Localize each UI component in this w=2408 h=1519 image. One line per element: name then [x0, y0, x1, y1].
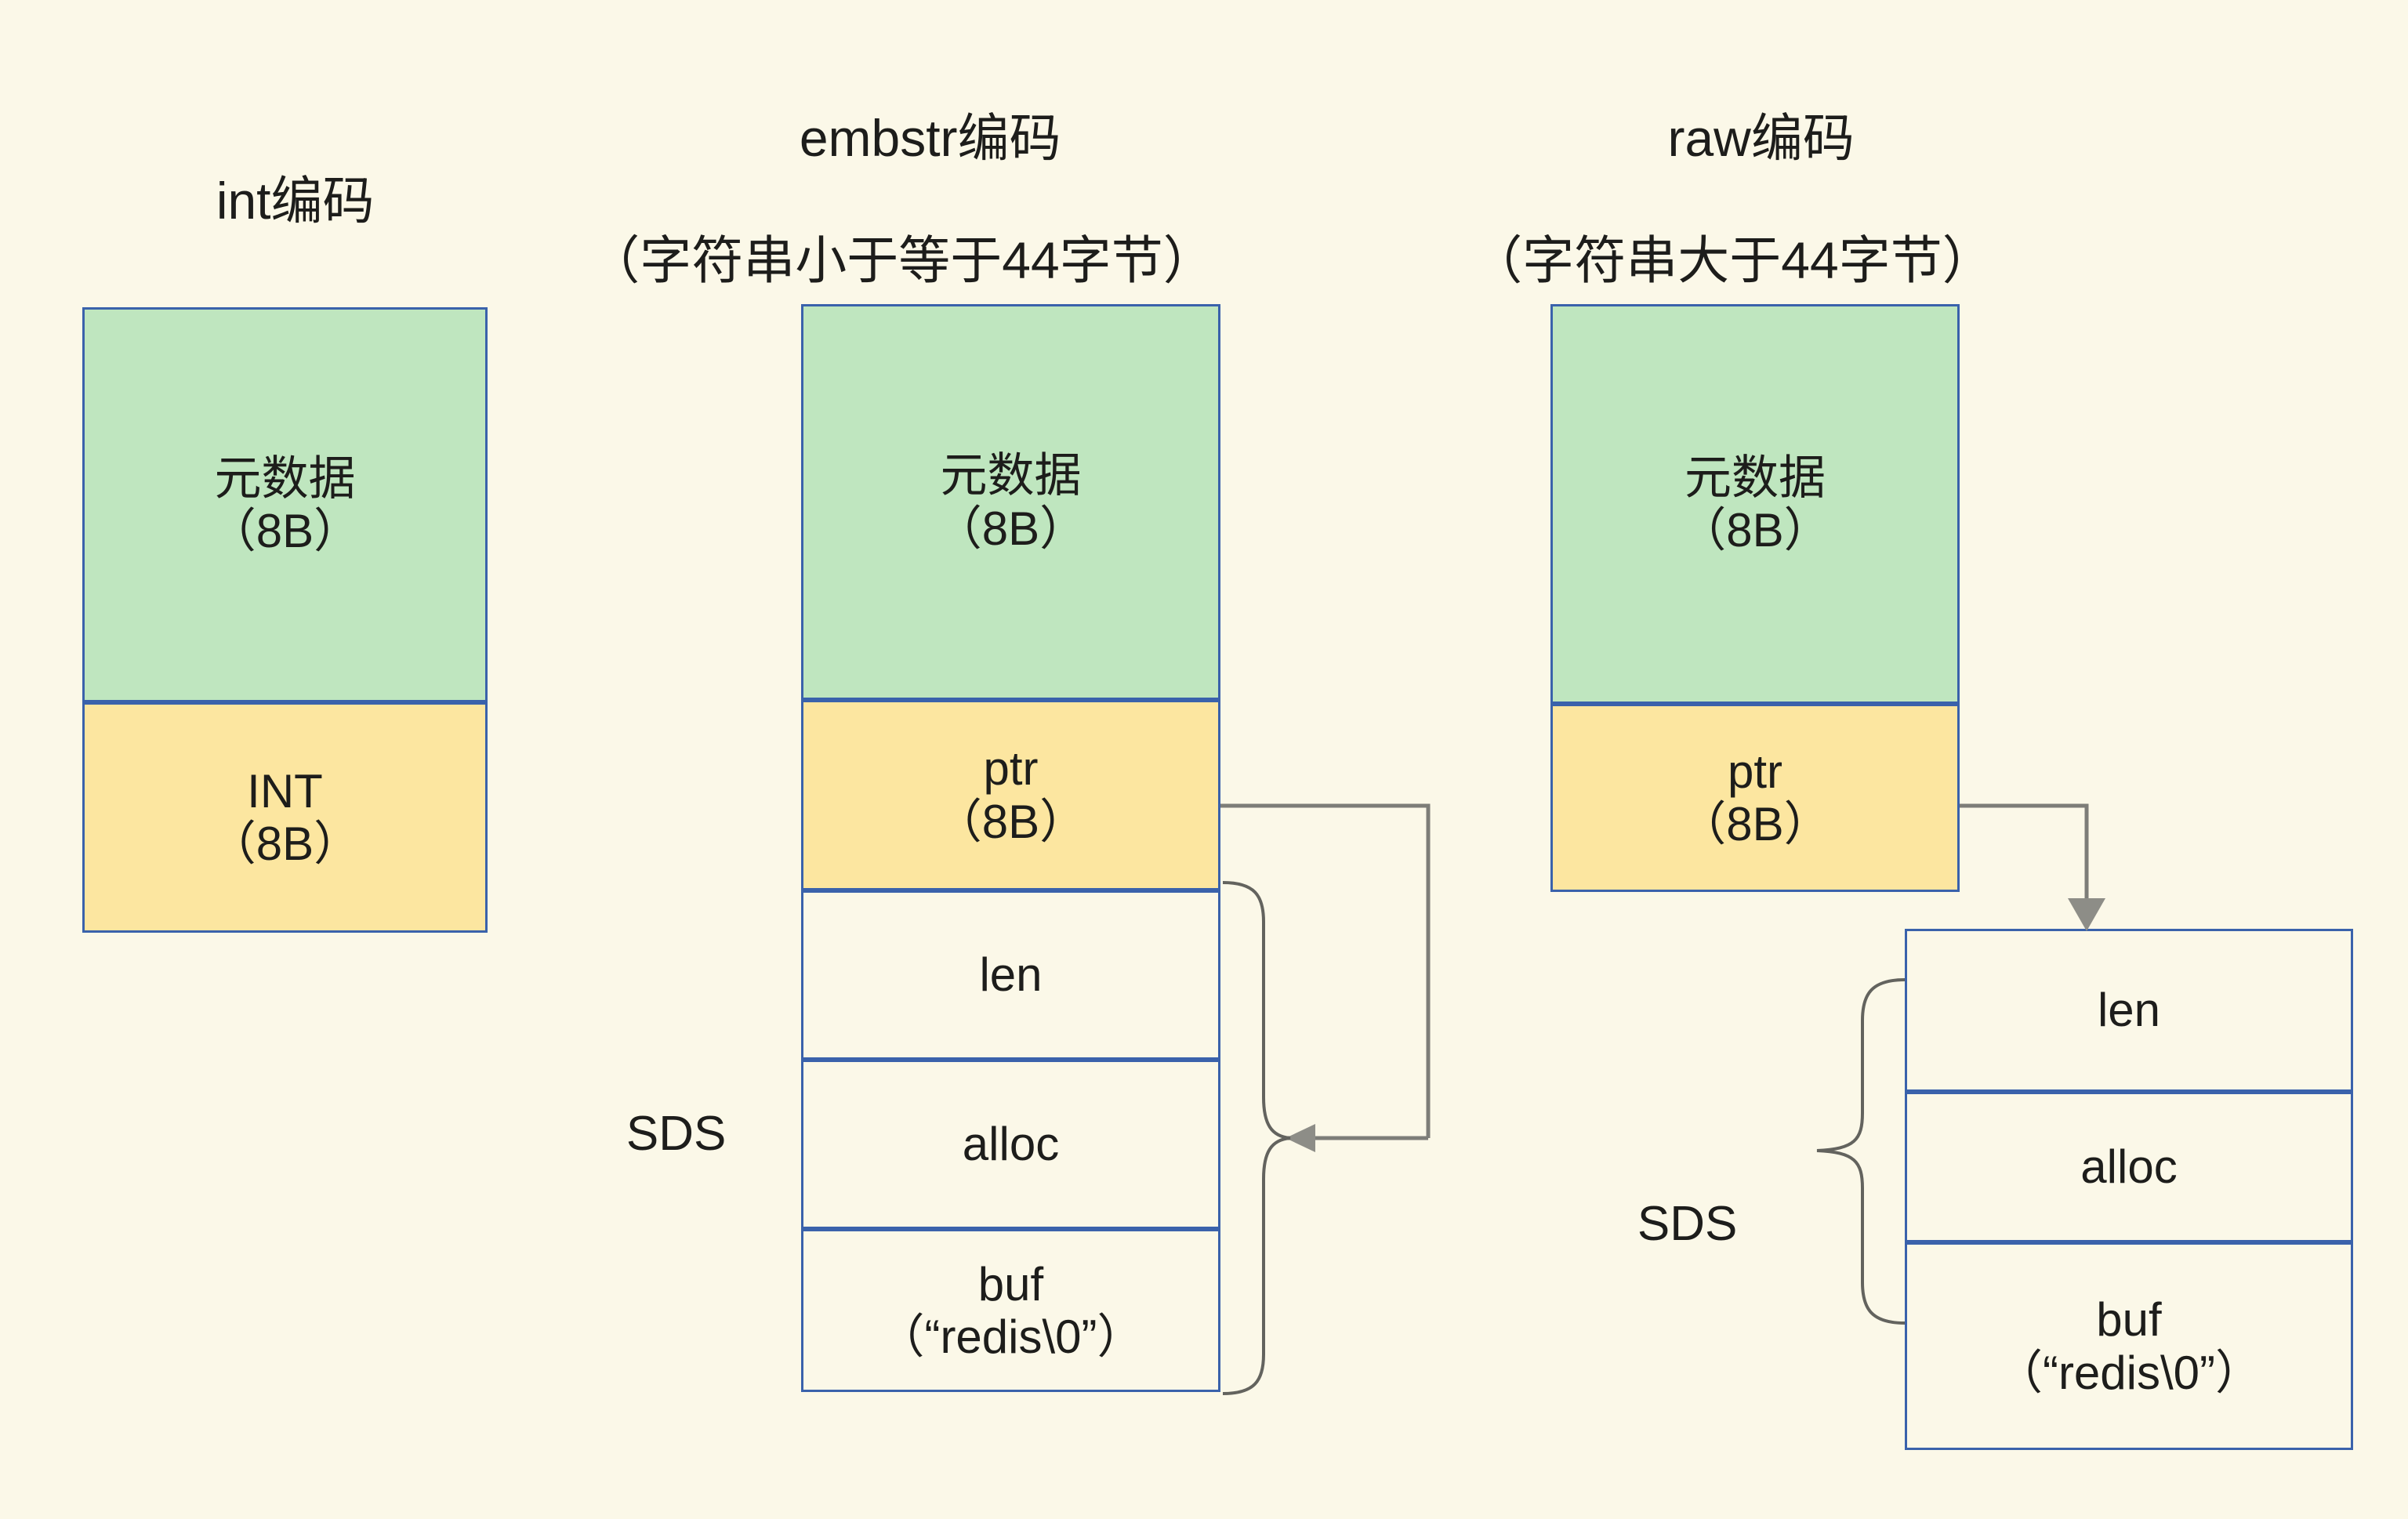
embstr-sds-len-label: len — [979, 948, 1043, 1002]
embstr-sds-buf-label: buf — [977, 1257, 1044, 1311]
embstr-sds-alloc-box: alloc — [801, 1060, 1220, 1229]
int-metadata-label: 元数据 — [214, 451, 356, 505]
embstr-metadata-label: 元数据 — [940, 449, 1082, 502]
int-metadata-size: （8B） — [209, 505, 361, 557]
raw-metadata-box: 元数据 （8B） — [1550, 304, 1960, 704]
raw-sds-len-label: len — [2097, 984, 2161, 1037]
embstr-sds-label-text: SDS — [626, 1107, 727, 1161]
embstr-ptr-size: （8B） — [934, 795, 1087, 848]
embstr-metadata-size: （8B） — [934, 502, 1087, 555]
raw-ptr-box: ptr （8B） — [1550, 704, 1960, 892]
embstr-sds-alloc-label: alloc — [962, 1118, 1060, 1171]
heading-int-encoding: int编码 — [47, 110, 486, 293]
heading-raw-line2: （字符串大于44字节） — [1471, 230, 1994, 289]
embstr-sds-len-box: len — [801, 890, 1220, 1060]
raw-sds-brace — [1816, 978, 1906, 1325]
heading-embstr-encoding: embstr编码 （字符串小于等于44字节） — [486, 47, 1317, 413]
int-value-box: INT （8B） — [82, 702, 488, 933]
embstr-sds-buf-value: （“redis\0”） — [877, 1311, 1144, 1363]
raw-ptr-label: ptr — [1727, 745, 1783, 798]
raw-sds-buf-box: buf （“redis\0”） — [1905, 1242, 2353, 1450]
raw-sds-alloc-label: alloc — [2080, 1140, 2178, 1194]
embstr-ptr-label: ptr — [983, 742, 1039, 796]
embstr-ptr-box: ptr （8B） — [801, 700, 1220, 890]
raw-ptr-size: （8B） — [1679, 798, 1831, 850]
embstr-sds-label: SDS — [572, 1050, 726, 1217]
raw-sds-label: SDS — [1583, 1140, 1737, 1307]
heading-raw-line1: raw编码 — [1667, 108, 1855, 167]
heading-int-line1: int编码 — [216, 171, 375, 230]
embstr-sds-buf-box: buf （“redis\0”） — [801, 1229, 1220, 1392]
raw-sds-len-box: len — [1905, 929, 2353, 1092]
int-metadata-box: 元数据 （8B） — [82, 307, 488, 702]
raw-sds-label-text: SDS — [1637, 1197, 1738, 1251]
heading-embstr-line2: （字符串小于等于44字节） — [588, 230, 1215, 289]
embstr-ptr-to-sds-arrow — [1220, 803, 1431, 1152]
int-value-size: （8B） — [209, 818, 361, 870]
raw-metadata-size: （8B） — [1679, 504, 1831, 556]
raw-sds-buf-label: buf — [2096, 1293, 2162, 1347]
embstr-sds-brace — [1222, 881, 1291, 1395]
raw-sds-buf-value: （“redis\0”） — [1995, 1346, 2263, 1399]
heading-raw-encoding: raw编码 （字符串大于44字节） — [1317, 47, 2148, 413]
raw-ptr-to-sds-arrow — [1960, 803, 2105, 931]
raw-sds-alloc-box: alloc — [1905, 1092, 2353, 1242]
embstr-metadata-box: 元数据 （8B） — [801, 304, 1220, 700]
int-value-label: INT — [247, 764, 323, 818]
raw-metadata-label: 元数据 — [1685, 451, 1826, 504]
heading-embstr-line1: embstr编码 — [799, 108, 1061, 167]
